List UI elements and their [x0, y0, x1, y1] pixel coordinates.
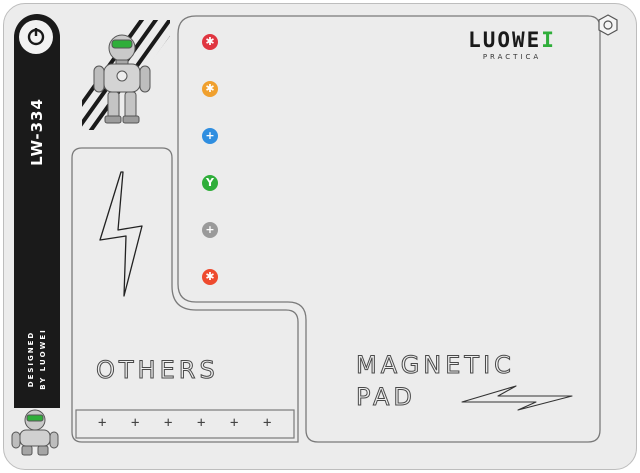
ruler-strip: [75, 409, 295, 439]
screw-slot-gray: +: [202, 222, 218, 238]
screw-slot-orange: ✱: [202, 81, 218, 97]
hex-nut-icon: [598, 14, 618, 36]
others-tray-outline: [71, 147, 299, 443]
ruler-mark: +: [230, 415, 239, 431]
brand-subtitle: PRACTICA: [482, 53, 542, 61]
sidebar-strip: LW-334 DESIGNED BY LUOWEI: [14, 14, 60, 408]
pad-lightning-icon: [461, 385, 573, 411]
screw-slot-green: Y: [202, 175, 218, 191]
pad-label: PAD: [356, 383, 416, 411]
power-icon: [27, 28, 45, 46]
others-label: OTHERS: [96, 356, 219, 384]
brand-logo: LUOWEI PRACTICA: [462, 28, 562, 61]
screw-slot-red-orange: ✱: [202, 269, 218, 285]
ruler-mark: +: [131, 415, 140, 431]
small-robot-icon: [11, 409, 59, 456]
brand-name: LUOWEI: [468, 28, 556, 52]
credit-line-1: DESIGNED: [27, 330, 35, 388]
power-button[interactable]: [19, 20, 53, 54]
credit-line-2: BY LUOWEI: [39, 328, 47, 390]
ruler-mark: +: [164, 415, 173, 431]
designer-credit: DESIGNED BY LUOWEI: [14, 314, 60, 404]
lightning-bolt-icon: [99, 171, 143, 297]
ruler-mark: +: [98, 415, 107, 431]
screw-slot-red: ✱: [202, 34, 218, 50]
ruler-mark: +: [197, 415, 206, 431]
magnetic-label: MAGNETIC: [356, 351, 515, 379]
ruler-mark: +: [263, 415, 272, 431]
robot-mascot-icon: [93, 34, 151, 124]
model-number: LW-334: [28, 98, 46, 166]
screw-slot-blue: +: [202, 128, 218, 144]
